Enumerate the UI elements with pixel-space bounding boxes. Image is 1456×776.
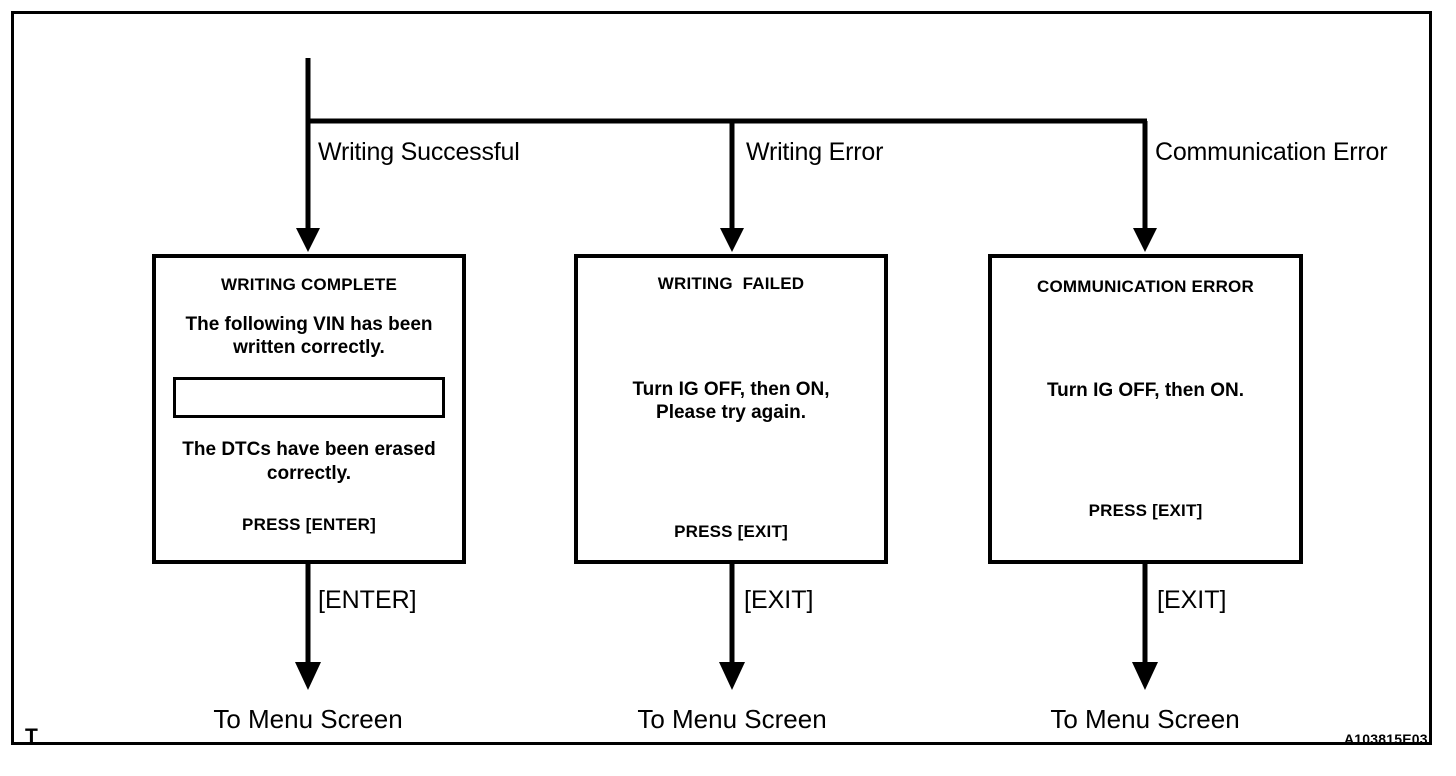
tester-screen-writing-failed: WRITING FAILED Turn IG OFF, then ON, Ple… [574,254,888,564]
branch-label-writing-error: Writing Error [746,138,884,166]
screen-prompt-press-exit-2: PRESS [EXIT] [1088,501,1203,521]
figure-reference-code: A103815E03 [1344,731,1428,747]
screen-message-turn-ig-off: Turn IG OFF, then ON. [1046,379,1245,401]
page-corner-marker: T [25,725,38,748]
key-label-enter: [ENTER] [318,586,417,614]
key-label-exit-2: [EXIT] [1157,586,1227,614]
figure-border [11,11,1432,745]
key-label-exit-1: [EXIT] [744,586,814,614]
screen-title-writing-failed: WRITING FAILED [657,274,805,293]
screen-message-dtc-erased: The DTCs have been erased correctly. [182,439,436,484]
branch-label-writing-successful: Writing Successful [318,138,520,166]
tester-screen-communication-error: COMMUNICATION ERROR Turn IG OFF, then ON… [988,254,1303,564]
terminal-to-menu-screen-2: To Menu Screen [637,704,827,734]
screen-message-retry: Turn IG OFF, then ON, Please try again. [632,378,830,424]
screen-title-communication-error: COMMUNICATION ERROR [1037,277,1254,296]
tester-screen-writing-complete: WRITING COMPLETE The following VIN has b… [152,254,466,564]
screen-title-writing-complete: WRITING COMPLETE [220,275,398,294]
vin-display-field[interactable] [173,377,445,419]
terminal-to-menu-screen-1: To Menu Screen [213,704,403,734]
screen-prompt-press-exit: PRESS [EXIT] [674,522,788,542]
screen-message-vin-written: The following VIN has been written corre… [185,313,433,359]
screen-prompt-press-enter: PRESS [ENTER] [242,514,376,534]
branch-label-communication-error: Communication Error [1155,138,1388,166]
terminal-to-menu-screen-3: To Menu Screen [1050,704,1240,734]
